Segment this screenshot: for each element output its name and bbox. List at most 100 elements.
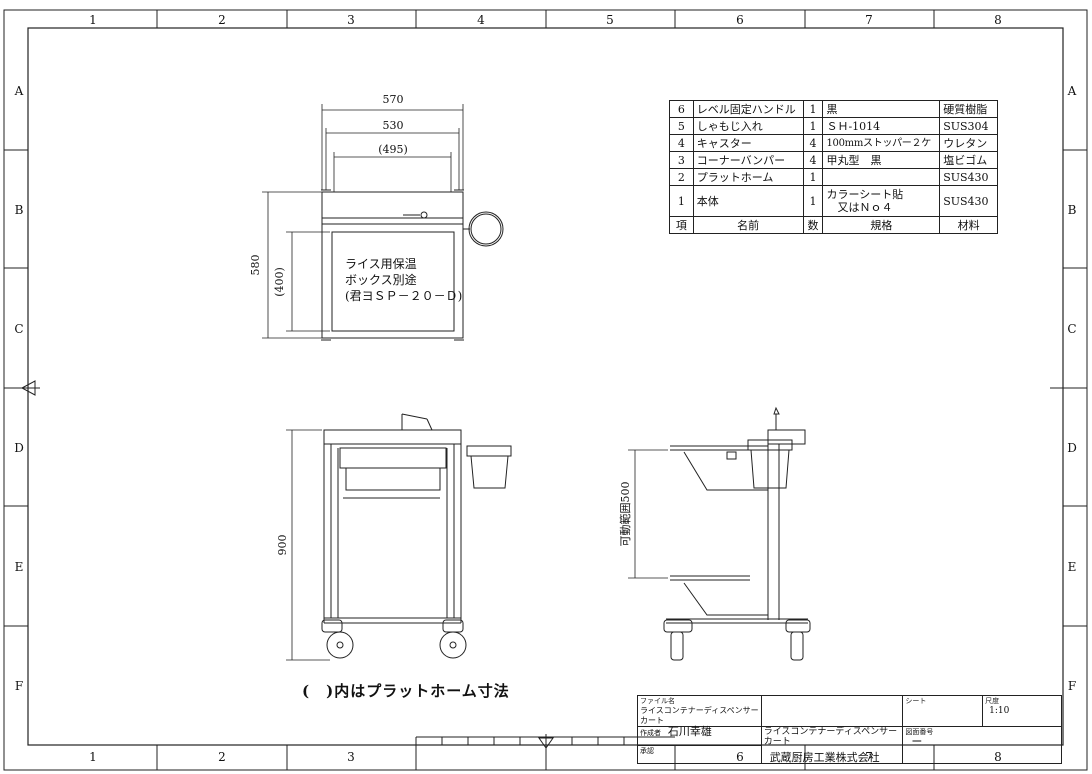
header-material: 材料 [939, 216, 998, 234]
front-view-dims [286, 429, 330, 661]
table-row: 1 本体 1 カラーシート貼 又はＮｏ４ SUS430 [669, 185, 998, 217]
part-material: 塩ビゴム [939, 151, 998, 169]
col-label-top-4: 4 [477, 13, 485, 27]
scale-label: 尺度 [985, 697, 1000, 705]
bottom-ruler [415, 736, 675, 745]
side-caster-left [663, 619, 693, 661]
table-row: 4 キャスター 4 100mmストッパー２ケ ウレタン [669, 134, 998, 152]
top-view-dims [262, 104, 464, 339]
row-label-right-d: D [1067, 441, 1077, 455]
dim-580: 580 [249, 255, 262, 276]
col-label-bottom-1: 1 [89, 750, 97, 764]
author-cell: 作成者 石川幸雄 [637, 725, 762, 746]
col-label-top-5: 5 [606, 13, 614, 27]
dim-570: 570 [383, 93, 404, 106]
header-spec: 規格 [822, 216, 941, 234]
parts-table: 6 レベル固定ハンドル 1 黒 硬質樹脂 5 しゃもじ入れ 1 ＳＨ-1014 … [669, 100, 998, 234]
row-label-right-b: B [1068, 203, 1077, 217]
part-spec: ＳＨ-1014 [822, 117, 941, 135]
table-row: 3 コーナーバンパー 4 甲丸型 黒 塩ビゴム [669, 151, 998, 169]
author-label: 作成者 [640, 729, 661, 737]
part-material: SUS430 [939, 168, 998, 186]
platform-dimension-note: ( )内はプラットホーム寸法 [302, 682, 510, 700]
product-cell: ライスコンテナーディスペンサーカート 武蔵厨房工業株式会社 [760, 726, 904, 764]
part-spec [822, 168, 941, 186]
part-name: 本体 [692, 185, 804, 217]
part-qty: 4 [802, 134, 824, 152]
side-caster-right [785, 619, 811, 661]
part-no: 6 [669, 100, 694, 118]
part-name: しゃもじ入れ [692, 117, 804, 135]
col-label-bottom-3: 3 [347, 750, 355, 764]
dim-900: 900 [276, 535, 289, 556]
top-view [321, 189, 504, 341]
row-label-right-c: C [1067, 322, 1076, 336]
box-note: ライス用保温 ボックス別途 (君ヨＳＰ－２０－Ｄ) [345, 256, 462, 304]
part-qty: 1 [802, 168, 824, 186]
col-label-top-1: 1 [89, 13, 97, 27]
table-row: 5 しゃもじ入れ 1 ＳＨ-1014 SUS304 [669, 117, 998, 135]
centering-marks [16, 380, 1072, 752]
header-no: 項 [669, 216, 694, 234]
drawing-no-label: 図面番号 [905, 728, 934, 736]
col-label-top-2: 2 [218, 13, 226, 27]
header-qty: 数 [802, 216, 824, 234]
col-label-bottom-2: 2 [218, 750, 226, 764]
row-label-right-e: E [1068, 560, 1077, 574]
row-label-right-a: A [1067, 84, 1077, 98]
part-no: 2 [669, 168, 694, 186]
front-caster-left [321, 619, 354, 659]
author-name: 石川幸雄 [667, 725, 712, 738]
box-note-line-2: ボックス別途 [345, 273, 417, 287]
part-name: レベル固定ハンドル [692, 100, 804, 118]
dim-400: (400) [273, 267, 286, 297]
front-view [321, 413, 512, 659]
side-view-dims [628, 449, 668, 579]
part-material: SUS430 [939, 185, 998, 217]
title-block: ファイル名 ライスコンテナーディスペンサーカート シート 尺度 1:10 作成者… [637, 695, 1062, 764]
part-qty: 1 [802, 117, 824, 135]
part-material: SUS304 [939, 117, 998, 135]
part-name: キャスター [692, 134, 804, 152]
row-label-left-a: A [14, 84, 24, 98]
part-no: 5 [669, 117, 694, 135]
col-label-top-3: 3 [347, 13, 355, 27]
sheet-label: シート [905, 697, 927, 705]
header-name: 名前 [692, 216, 804, 234]
drawing-no: ー [911, 735, 923, 748]
col-label-top-7: 7 [865, 13, 873, 27]
part-name: プラットホーム [692, 168, 804, 186]
approve-label: 承認 [640, 746, 654, 755]
front-caster-right [439, 619, 467, 659]
dim-range: 可動範囲500 [618, 482, 632, 547]
part-material: 硬質樹脂 [939, 100, 998, 118]
part-qty: 1 [802, 100, 824, 118]
part-spec: 黒 [822, 100, 941, 118]
col-label-top-6: 6 [736, 13, 744, 27]
part-qty: 1 [802, 185, 824, 217]
product-name: ライスコンテナーディスペンサーカート [763, 727, 898, 747]
file-name-label: ファイル名 [640, 697, 675, 705]
file-name: ライスコンテナーディスペンサーカート [640, 706, 759, 725]
drawing-no-cell: 図面番号 ー [902, 726, 1062, 764]
part-name: コーナーバンパー [692, 151, 804, 169]
row-label-left-e: E [15, 560, 24, 574]
dim-495: (495) [378, 143, 408, 156]
table-header-row: 項 名前 数 規格 材料 [669, 216, 998, 234]
row-label-left-f: F [15, 679, 23, 693]
col-label-top-8: 8 [994, 13, 1002, 27]
row-label-left-c: C [14, 322, 23, 336]
part-spec: 100mmストッパー２ケ [822, 134, 941, 152]
table-row: 2 プラットホーム 1 SUS430 [669, 168, 998, 186]
part-no: 4 [669, 134, 694, 152]
side-view [663, 406, 811, 661]
part-spec: カラーシート貼 又はＮｏ４ [822, 185, 941, 217]
part-material: ウレタン [939, 134, 998, 152]
dim-530: 530 [383, 119, 404, 132]
row-label-left-b: B [15, 203, 24, 217]
part-no: 3 [669, 151, 694, 169]
box-note-line-3: (君ヨＳＰ－２０－Ｄ) [345, 289, 463, 303]
box-note-line-1: ライス用保温 [345, 257, 417, 271]
row-label-left-d: D [14, 441, 24, 455]
